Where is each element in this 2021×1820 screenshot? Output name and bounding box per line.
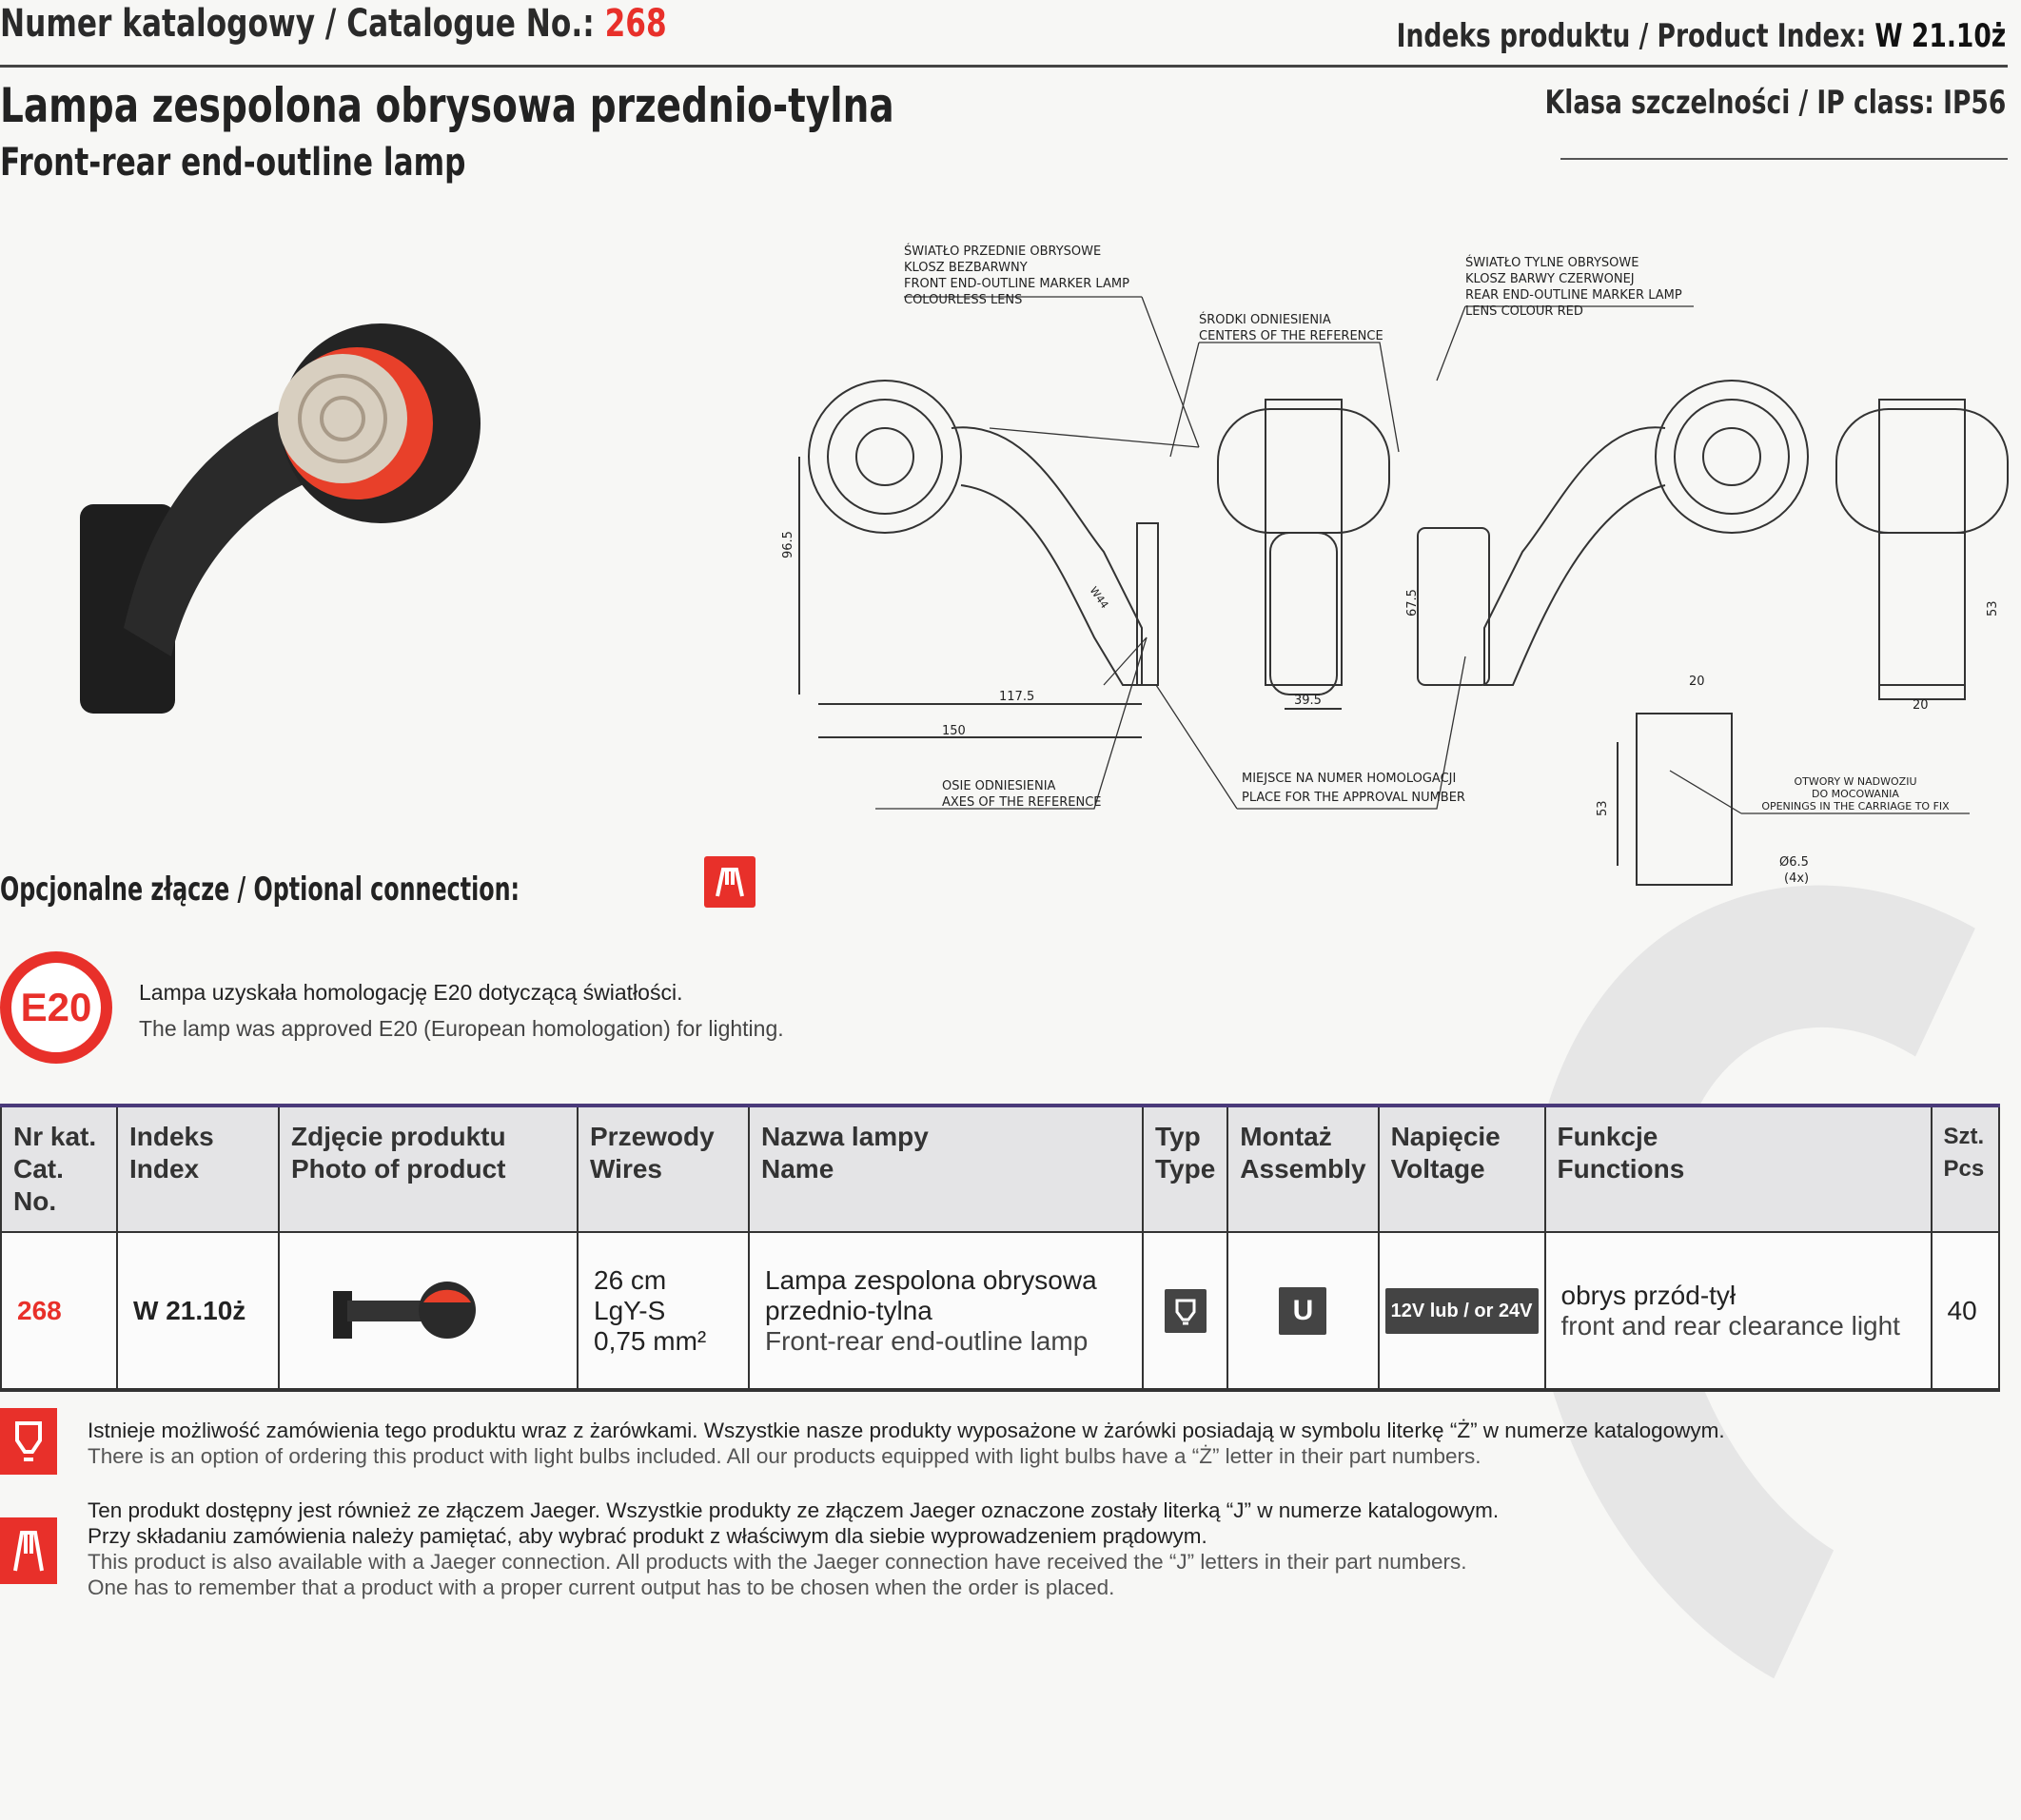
rear-lamp-label-2: KLOSZ BARWY CZERWONEJ (1465, 272, 1635, 286)
optional-connection-label: Opcjonalne złącze / Optional connection: (0, 871, 520, 909)
dim-39-5: 39.5 (1294, 694, 1322, 708)
col-pcs: Szt.Pcs (1930, 1104, 2001, 1233)
stamp-label: W44 (1088, 584, 1111, 611)
bulb-type-icon (1164, 1288, 1207, 1333)
cell-cat-no: 268 (0, 1231, 118, 1392)
cell-pcs: 40 (1930, 1231, 2001, 1392)
voltage-badge: 12V lub / or 24V (1384, 1287, 1539, 1334)
cell-photo (278, 1231, 579, 1392)
e20-text-en: The lamp was approved E20 (European homo… (139, 1016, 784, 1041)
hole-count: (4x) (1784, 871, 1809, 886)
dim-67-5: 67.5 (1405, 589, 1420, 616)
product-index: Indeks produktu / Product Index: W 21.10… (1396, 17, 2006, 55)
product-thumbnail (333, 1282, 476, 1339)
dim-53-b: 53 (1986, 600, 2000, 616)
product-photo (80, 323, 481, 714)
front-lamp-label-3: FRONT END-OUTLINE MARKER LAMP (904, 277, 1129, 291)
page-title: Lampa zespolona obrysowa przednio-tylna (0, 78, 894, 133)
dim-150: 150 (942, 724, 966, 738)
rear-lamp-label-4: LENS COLOUR RED (1465, 304, 1583, 319)
ip-divider (1560, 158, 2008, 160)
bulb-note: Istnieje możliwość zamówienia tego produ… (88, 1419, 1725, 1468)
cell-voltage: 12V lub / or 24V (1377, 1231, 1546, 1392)
approval-label-1: MIEJSCE NA NUMER HOMOLOGACJI (1242, 772, 1456, 786)
cell-assembly: U (1226, 1231, 1380, 1392)
centers-label-2: CENTERS OF THE REFERENCE (1199, 329, 1383, 343)
front-lamp-label-2: KLOSZ BEZBARWNY (904, 261, 1028, 275)
front-lamp-label-4: COLOURLESS LENS (904, 293, 1022, 307)
openings-label-1: OTWORY W NADWOZIU (1794, 775, 1916, 788)
cell-index: W 21.10ż (116, 1231, 280, 1392)
axes-label-2: AXES OF THE REFERENCE (942, 795, 1102, 810)
catalogue-number: Numer katalogowy / Catalogue No.: 268 (0, 2, 667, 46)
jaeger-note-icon (0, 1517, 57, 1584)
rear-lamp-label-3: REAR END-OUTLINE MARKER LAMP (1465, 288, 1682, 303)
openings-label-3: OPENINGS IN THE CARRIAGE TO FIX (1761, 800, 1950, 812)
col-cat-no: Nr kat.Cat. No. (0, 1104, 118, 1233)
e20-homologation-badge: E20 (0, 951, 112, 1064)
cell-type (1141, 1231, 1229, 1392)
bulb-note-icon (0, 1408, 57, 1475)
jaeger-connector-icon (704, 856, 755, 908)
jaeger-note: Ten produkt dostępny jest również ze złą… (88, 1498, 1500, 1599)
page-subtitle: Front-rear end-outline lamp (0, 141, 466, 185)
front-lamp-label-1: ŚWIATŁO PRZEDNIE OBRYSOWE (904, 244, 1101, 259)
centers-label-1: ŚRODKI ODNIESIENIA (1199, 312, 1331, 327)
e20-text-pl: Lampa uzyskała homologację E20 dotyczącą… (139, 980, 683, 1005)
dim-96-5: 96.5 (781, 531, 795, 558)
openings-label-2: DO MOCOWANIA (1812, 788, 1899, 800)
header-divider (0, 65, 2008, 68)
dim-117-5: 117.5 (999, 690, 1034, 704)
axes-label-1: OSIE ODNIESIENIA (942, 779, 1056, 793)
approval-label-2: PLACE FOR THE APPROVAL NUMBER (1242, 791, 1465, 805)
ip-class: Klasa szczelności / IP class: IP56 (1544, 84, 2006, 122)
technical-drawing: ŚWIATŁO PRZEDNIE OBRYSOWE KLOSZ BEZBARWN… (781, 244, 2009, 886)
assembly-badge: U (1279, 1286, 1327, 1335)
dim-20-b: 20 (1913, 698, 1929, 713)
rear-lamp-label-1: ŚWIATŁO TYLNE OBRYSOWE (1465, 255, 1638, 270)
dim-20-a: 20 (1689, 675, 1705, 689)
hole-diameter: Ø6.5 (1779, 855, 1809, 870)
dim-53-a: 53 (1596, 800, 1610, 816)
